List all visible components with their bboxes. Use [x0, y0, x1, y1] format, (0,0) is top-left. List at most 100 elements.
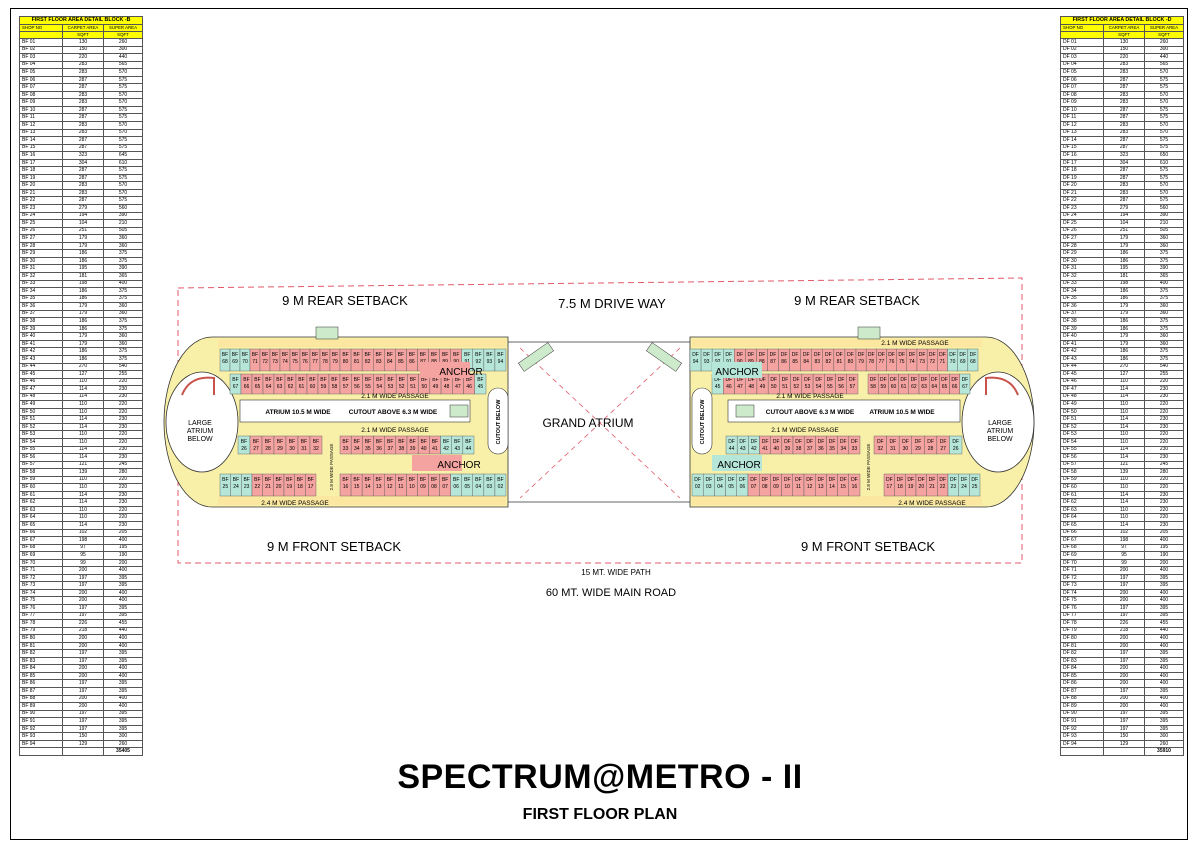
drawing-title: SPECTRUM@METRO - II: [397, 758, 803, 796]
shop-label: BF: [486, 477, 492, 483]
shop-label: DF: [793, 377, 800, 383]
shop-label: 33: [852, 446, 858, 452]
shop-label: 72: [262, 359, 268, 365]
shop-label: 24: [233, 484, 239, 490]
large-atrium-label: LARGE: [988, 420, 1012, 427]
large-atrium-label: ATRIUM: [187, 428, 213, 435]
shop-label: 36: [818, 446, 824, 452]
shop-label: 73: [919, 359, 925, 365]
shop-unit: [848, 435, 861, 455]
large-atrium-left: [165, 371, 239, 473]
shop-label: BF: [497, 477, 503, 483]
shop-label: BF: [277, 439, 283, 445]
shop-label: 60: [310, 384, 316, 390]
shop-label: DF: [803, 352, 810, 358]
shop-label: BF: [486, 352, 492, 358]
shop-label: 54: [816, 384, 822, 390]
shop-label: DF: [959, 352, 966, 358]
shop-label: BF: [376, 477, 382, 483]
shop-label: 34: [840, 446, 846, 452]
shop-label: 44: [729, 446, 735, 452]
shop-label: 54: [377, 384, 383, 390]
shop-label: 52: [399, 384, 405, 390]
shop-label: DF: [737, 377, 744, 383]
shop-row-bf-top-far: BF68BF69BF70BF71BF72BF73BF74BF75BF76BF77…: [219, 348, 341, 372]
shop-label: 48: [444, 384, 450, 390]
escalator-right: [646, 342, 682, 372]
shop-label: 47: [455, 384, 461, 390]
staircase-right-top: [857, 326, 881, 340]
large-atrium-label: LARGE: [188, 420, 212, 427]
shop-label: BF: [409, 352, 415, 358]
shop-label: 66: [244, 384, 250, 390]
shop-label: DF: [705, 477, 712, 483]
passage-top-left: [218, 339, 506, 347]
shop-label: BF: [453, 352, 459, 358]
shop-label: 30: [289, 446, 295, 452]
shop-unit: [969, 473, 981, 497]
shop-label: DF: [761, 477, 768, 483]
shop-label: BF: [399, 377, 405, 383]
shop-row-df-low-near: DF44DF43DF42DF41DF40DF39DF38DF37DF36DF35…: [725, 435, 861, 455]
shop-label: DF: [868, 352, 875, 358]
shop-label: BF: [272, 352, 278, 358]
shop-unit: [305, 473, 317, 497]
shop-unit: [474, 373, 487, 395]
shop-label: 77: [312, 359, 318, 365]
passage-label: 2.1 M WIDE PASSAGE: [771, 427, 839, 434]
shop-label: 08: [431, 484, 437, 490]
shop-label: 49: [760, 384, 766, 390]
shop-label: 31: [890, 446, 896, 452]
shop-label: 16: [852, 484, 858, 490]
shop-label: 50: [421, 384, 427, 390]
shop-label: 53: [388, 384, 394, 390]
shop-label: BF: [432, 439, 438, 445]
anchor-label: ANCHOR: [439, 367, 482, 378]
shop-label: BF: [364, 352, 370, 358]
block-d: DF94DF93DF92DF91DF90DF89DF88DF87DF86DF85…: [689, 326, 1035, 508]
shop-label: 79: [858, 359, 864, 365]
shop-label: DF: [725, 352, 732, 358]
atrium-strip-left: [239, 399, 471, 423]
shop-label: 36: [376, 446, 382, 452]
shop-unit: [494, 473, 507, 497]
shop-label: BF: [265, 477, 271, 483]
atrium-left-label: ATRIUM 10.5 M WIDE: [265, 409, 331, 416]
shop-label: DF: [929, 352, 936, 358]
cutout-below-label: CUTOUT BELOW: [496, 399, 502, 445]
shop-label: 73: [272, 359, 278, 365]
shop-label: DF: [795, 477, 802, 483]
shop-label: DF: [770, 377, 777, 383]
shop-label: 88: [759, 359, 765, 365]
shop-label: 29: [277, 446, 283, 452]
shop-label: BF: [432, 377, 438, 383]
shop-label: 44: [466, 446, 472, 452]
shop-label: BF: [376, 377, 382, 383]
shop-label: BF: [282, 352, 288, 358]
shop-label: 75: [292, 359, 298, 365]
shop-label: 11: [796, 484, 801, 490]
shop-label: 02: [498, 484, 504, 490]
shop-label: 66: [952, 384, 958, 390]
shop-label: 61: [901, 384, 907, 390]
shop-label: 83: [814, 359, 820, 365]
lift-left: [449, 404, 469, 418]
shop-label: 04: [717, 484, 723, 490]
shop-label: DF: [784, 477, 791, 483]
shop-label: 46: [726, 384, 732, 390]
shop-label: BF: [409, 477, 415, 483]
shop-label: 48: [749, 384, 755, 390]
shop-label: 18: [897, 484, 903, 490]
shop-label: DF: [748, 377, 755, 383]
shop-label: BF: [477, 377, 483, 383]
large-atrium-label: ATRIUM: [987, 428, 1013, 435]
shop-label: 55: [365, 384, 371, 390]
shop-label: 07: [442, 484, 448, 490]
shop-label: 85: [398, 359, 404, 365]
entrance-arch-right: [985, 376, 1019, 396]
shop-label: 68: [222, 359, 228, 365]
